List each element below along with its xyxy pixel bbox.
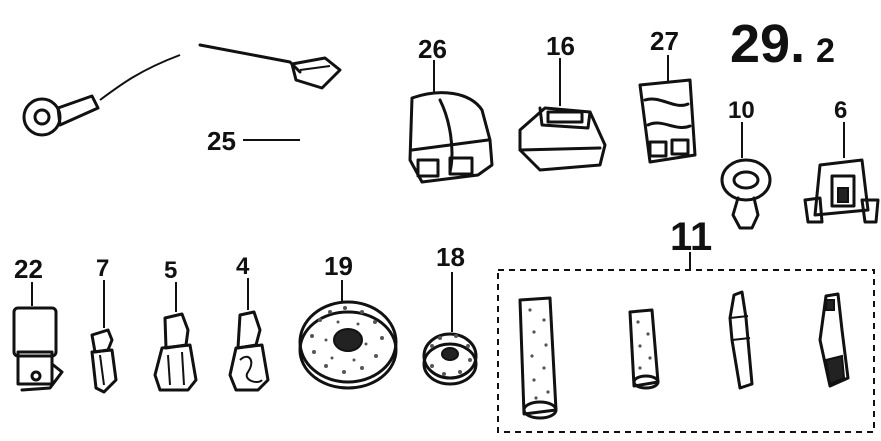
part-25-ground-cable <box>22 39 342 227</box>
part-19-large-grommet <box>298 300 398 390</box>
kit-11-long-sleeve <box>518 296 558 420</box>
part-22-plug <box>12 306 64 392</box>
part-6-terminal-holder <box>803 158 880 224</box>
callout-10: 10 <box>728 97 755 124</box>
part-7-terminal <box>90 328 118 394</box>
part-4-flat-terminal <box>228 310 270 392</box>
part-26-cover <box>408 91 494 184</box>
part-10-grommet-clip <box>720 158 772 230</box>
callout-5: 5 <box>164 257 177 284</box>
part-11-kit <box>497 252 875 433</box>
kit-11-short-sleeve <box>628 308 660 390</box>
callout-16: 16 <box>546 31 575 61</box>
callout-6: 6 <box>834 97 847 124</box>
page-number-main: 29. <box>730 14 805 74</box>
callout-7: 7 <box>96 255 109 282</box>
callout-22: 22 <box>14 254 43 284</box>
kit-11-pin-terminal <box>728 290 754 390</box>
part-27-double-connector <box>638 78 697 164</box>
callout-11: 11 <box>670 215 712 259</box>
page-number: 29. 2 <box>730 14 835 74</box>
callout-4: 4 <box>236 253 250 280</box>
kit-11-socket-terminal <box>818 292 850 388</box>
part-16-connector-housing <box>518 106 607 172</box>
callout-19: 19 <box>324 251 353 281</box>
part-5-flat-terminal <box>153 312 198 392</box>
callout-26: 26 <box>418 34 447 64</box>
callout-27: 27 <box>650 26 679 56</box>
page-number-sub: 2 <box>816 32 835 70</box>
callout-25: 25 <box>207 126 236 156</box>
callout-18: 18 <box>436 242 465 272</box>
part-18-small-grommet <box>422 332 478 386</box>
kit-11-dashed-box <box>497 269 875 433</box>
